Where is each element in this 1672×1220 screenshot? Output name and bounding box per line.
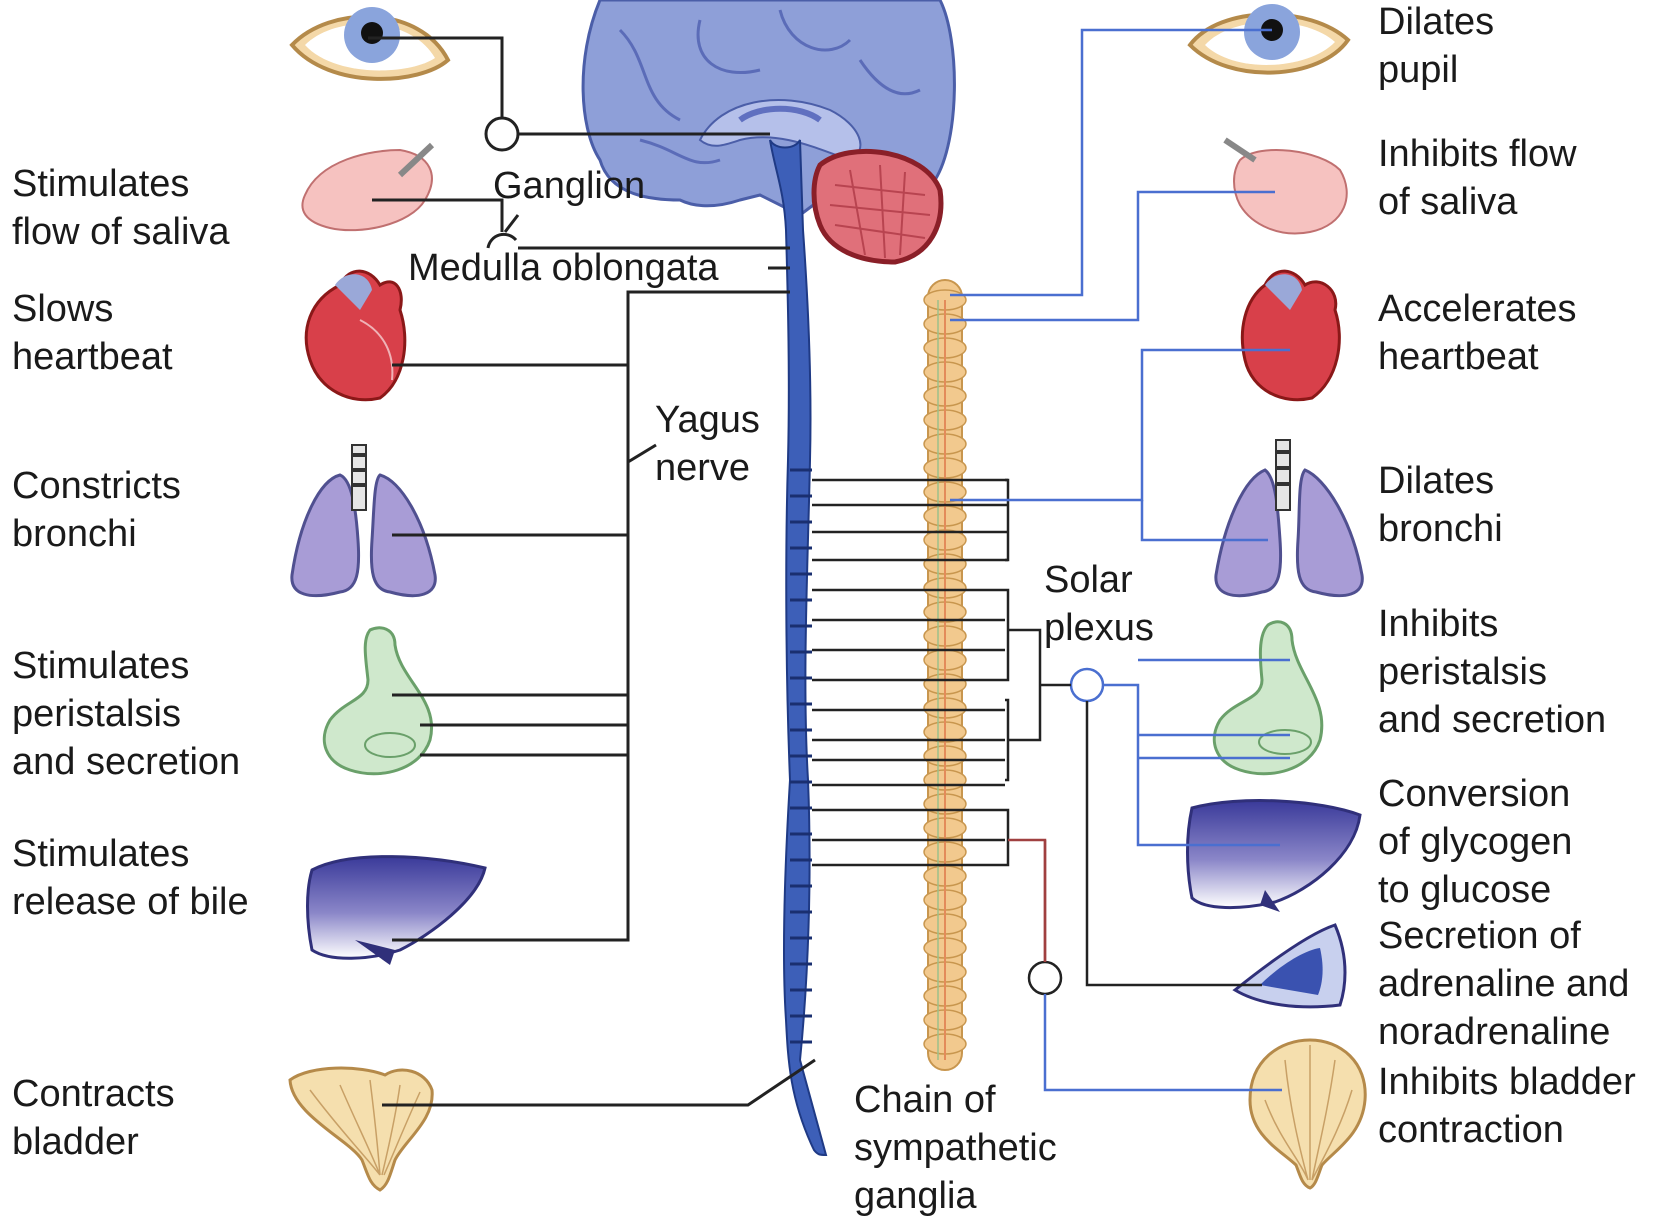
label-line: pupil: [1378, 46, 1494, 94]
bladder-left-icon: [290, 1068, 432, 1190]
heart-left-icon: [306, 271, 405, 400]
heart-right-icon: [1242, 271, 1339, 400]
label-line: Inhibits: [1378, 600, 1606, 648]
label-line: Dilates: [1378, 457, 1503, 505]
ganglion-bracket: [1005, 480, 1008, 560]
label-line: adrenaline and: [1378, 960, 1629, 1008]
label-line: bronchi: [1378, 505, 1503, 553]
label-line: flow of saliva: [12, 208, 230, 256]
liver-right-icon: [1188, 801, 1361, 912]
label-line: heartbeat: [12, 333, 173, 381]
label-line: Ganglion: [493, 162, 645, 210]
label-line: heartbeat: [1378, 333, 1577, 381]
label-line: of saliva: [1378, 178, 1577, 226]
cerebellum: [814, 151, 941, 262]
salivary-gland-right-icon: [1225, 140, 1347, 233]
label-medulla-oblongata: Medulla oblongata: [408, 244, 719, 292]
salivary-gland-left-icon: [302, 145, 432, 230]
label-line: peristalsis: [1378, 648, 1606, 696]
label-line: Chain of: [854, 1076, 1057, 1124]
label-line: Medulla oblongata: [408, 244, 719, 292]
lungs-left-icon: [292, 445, 435, 596]
eye-left-icon: [292, 7, 448, 79]
label-inhibits-saliva: Inhibits flow of saliva: [1378, 130, 1577, 226]
label-sympathetic-chain: Chain of sympathetic ganglia: [854, 1076, 1057, 1220]
label-inhibits-bladder: Inhibits bladder contraction: [1378, 1058, 1636, 1154]
label-line: Stimulates: [12, 830, 249, 878]
label-line: to glucose: [1378, 866, 1572, 914]
label-line: Constricts: [12, 462, 181, 510]
label-line: bronchi: [12, 510, 181, 558]
label-line: Dilates: [1378, 0, 1494, 46]
label-slows-heartbeat: Slows heartbeat: [12, 285, 173, 381]
bladder-ganglion-link: [1008, 840, 1045, 962]
label-line: release of bile: [12, 878, 249, 926]
label-contracts-bladder: Contracts bladder: [12, 1070, 175, 1166]
lungs-right-icon: [1216, 440, 1362, 596]
label-glycogen-conversion: Conversion of glycogen to glucose: [1378, 770, 1572, 914]
label-constricts-bronchi: Constricts bronchi: [12, 462, 181, 558]
label-line: noradrenaline: [1378, 1008, 1629, 1056]
label-line: Contracts: [12, 1070, 175, 1118]
ganglion-bracket: [1005, 700, 1008, 780]
label-line: contraction: [1378, 1106, 1636, 1154]
label-vagus-nerve: Yagus nerve: [655, 396, 760, 492]
label-line: sympathetic: [854, 1124, 1057, 1172]
label-accelerates-heartbeat: Accelerates heartbeat: [1378, 285, 1577, 381]
label-line: nerve: [655, 444, 760, 492]
stomach-right-icon: [1214, 622, 1322, 774]
label-line: Accelerates: [1378, 285, 1577, 333]
label-line: Conversion: [1378, 770, 1572, 818]
label-stimulates-saliva: Stimulates flow of saliva: [12, 160, 230, 256]
label-line: bladder: [12, 1118, 175, 1166]
label-line: ganglia: [854, 1172, 1057, 1220]
label-line: and secretion: [1378, 696, 1606, 744]
sympathetic-chain: [924, 280, 966, 1070]
label-line: Stimulates: [12, 160, 230, 208]
label-line: Inhibits bladder: [1378, 1058, 1636, 1106]
label-line: peristalsis: [12, 690, 240, 738]
label-line: Solar: [1044, 556, 1154, 604]
label-inhibits-peristalsis: Inhibits peristalsis and secretion: [1378, 600, 1606, 744]
bladder-right-icon: [1250, 1040, 1365, 1188]
stomach-left-icon: [324, 628, 431, 774]
adrenal-gland-icon: [1235, 925, 1345, 1007]
label-line: Slows: [12, 285, 173, 333]
label-line: Stimulates: [12, 642, 240, 690]
label-line: Inhibits flow: [1378, 130, 1577, 178]
label-stimulates-bile: Stimulates release of bile: [12, 830, 249, 926]
label-line: Yagus: [655, 396, 760, 444]
label-dilates-bronchi: Dilates bronchi: [1378, 457, 1503, 553]
ganglion-bracket: [1005, 810, 1008, 865]
label-dilates-pupil: Dilates pupil: [1378, 0, 1494, 94]
label-line: Secretion of: [1378, 912, 1629, 960]
label-ganglion: Ganglion: [493, 162, 645, 210]
label-stimulates-peristalsis: Stimulates peristalsis and secretion: [12, 642, 240, 786]
label-line: and secretion: [12, 738, 240, 786]
solar-plexus-link: [1008, 630, 1040, 740]
liver-left-icon: [308, 857, 486, 965]
label-line: plexus: [1044, 604, 1154, 652]
label-line: of glycogen: [1378, 818, 1572, 866]
eye-right-icon: [1190, 4, 1348, 73]
label-solar-plexus: Solar plexus: [1044, 556, 1154, 652]
label-adrenaline-secretion: Secretion of adrenaline and noradrenalin…: [1378, 912, 1629, 1056]
ganglion-bracket: [1005, 590, 1008, 680]
